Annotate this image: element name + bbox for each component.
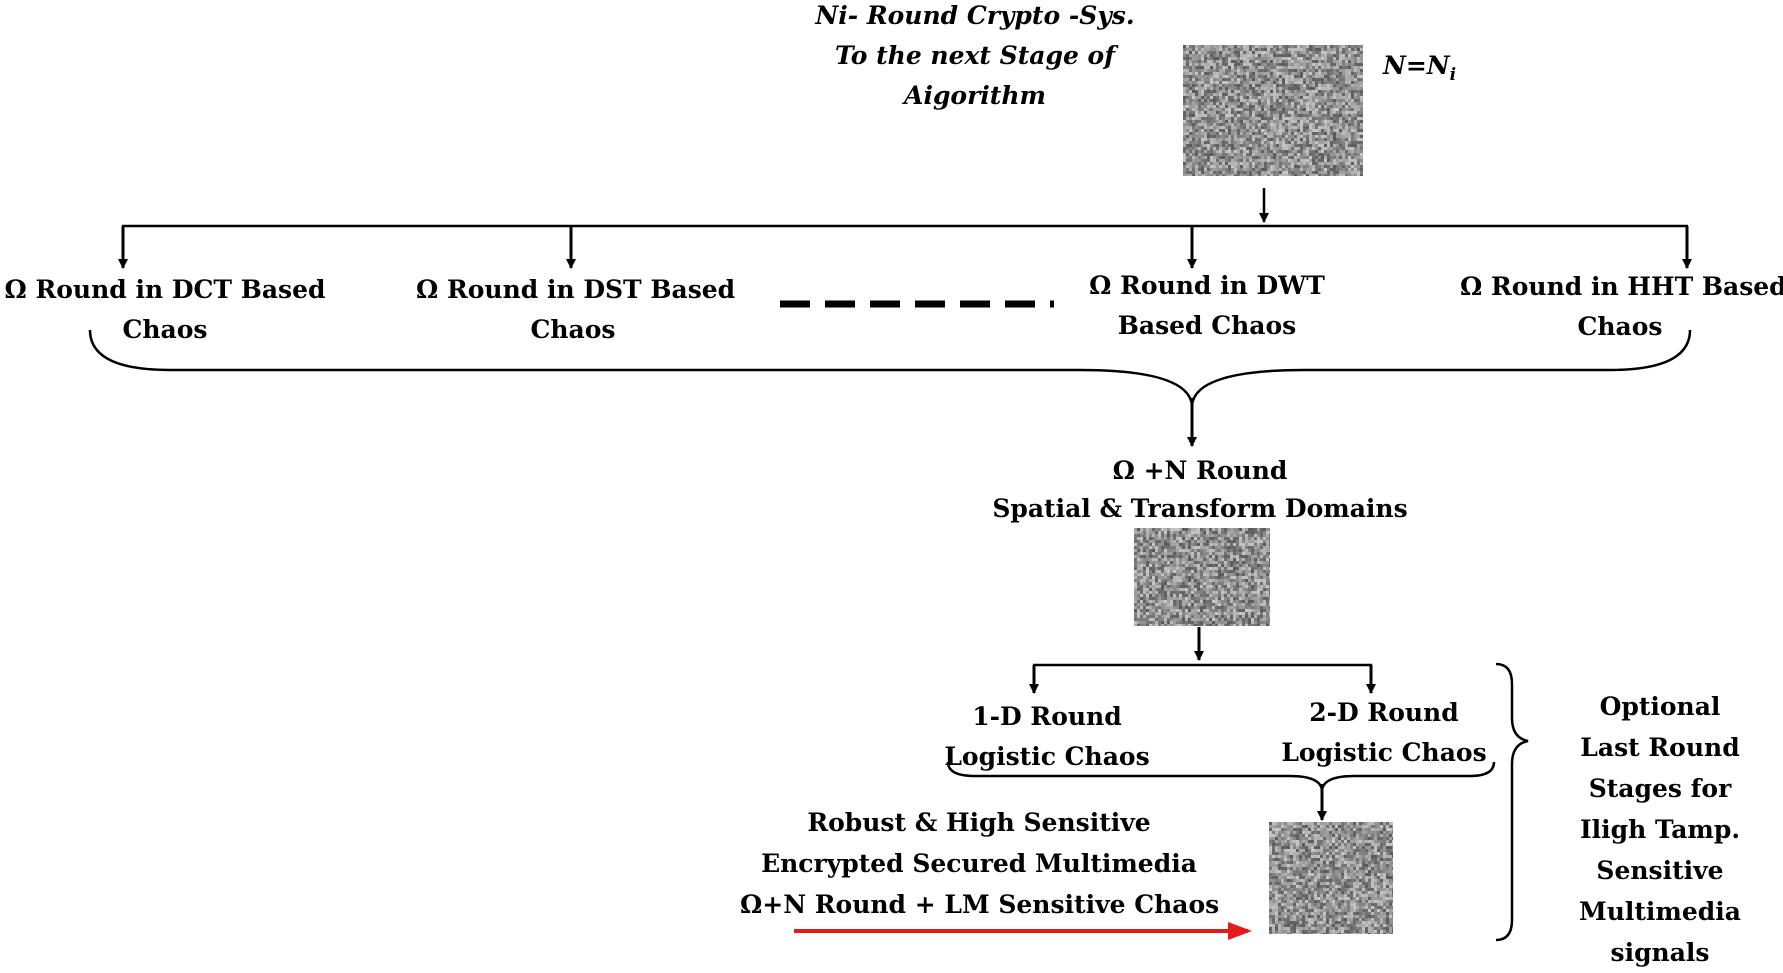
branch-dct-line2: Chaos: [4, 310, 326, 350]
branch-hht-line2: Chaos: [1460, 307, 1780, 347]
branch-dct-line1: Ω Round in DCT Based: [4, 270, 326, 310]
logistic-2d-line2: Logistic Chaos: [1270, 733, 1498, 773]
n-equation-base: N=N: [1383, 51, 1450, 80]
optional-note-line7: signals: [1560, 932, 1760, 973]
output-arrow-head: [1228, 922, 1252, 940]
optional-note-line4: Iligh Tamp.: [1560, 809, 1760, 850]
output-caption: Robust & High Sensitive Encrypted Secure…: [740, 802, 1218, 925]
branch-hht-line1: Ω Round in HHT Based: [1460, 267, 1780, 307]
combined-line1: Ω +N Round: [990, 452, 1410, 490]
n-equation: N=Ni: [1383, 46, 1456, 95]
branch-dwt-line1: Ω Round in DWT: [1075, 266, 1339, 306]
optional-stage-note: Optional Last Round Stages for Iligh Tam…: [1560, 686, 1760, 973]
logistic-1d-line1: 1-D Round: [930, 697, 1164, 737]
branch-dst-line2: Chaos: [416, 310, 730, 350]
branch-dwt-line2: Based Chaos: [1075, 306, 1339, 346]
logistic-2d-label: 2-D Round Logistic Chaos: [1270, 693, 1498, 773]
combined-label: Ω +N Round Spatial & Transform Domains: [990, 452, 1410, 528]
combined-line2: Spatial & Transform Domains: [990, 490, 1410, 528]
final-encrypted-image: [1269, 822, 1393, 934]
optional-note-line5: Sensitive: [1560, 850, 1760, 891]
logistic-1d-line2: Logistic Chaos: [930, 737, 1164, 777]
logistic-2d-line1: 2-D Round: [1270, 693, 1498, 733]
optional-note-line3: Stages for: [1560, 768, 1760, 809]
optional-stage-brace: [1496, 664, 1528, 940]
optional-note-line1: Optional: [1560, 686, 1760, 727]
optional-note-line2: Last Round: [1560, 727, 1760, 768]
optional-note-line6: Multimedia: [1560, 891, 1760, 932]
output-caption-line2: Encrypted Secured Multimedia: [740, 843, 1218, 884]
output-caption-line3: Ω+N Round + LM Sensitive Chaos: [740, 884, 1218, 925]
combined-encrypted-image: [1134, 528, 1270, 626]
top-caption-line1: Ni- Round Crypto -Sys.: [815, 0, 1135, 36]
branch-dst-label: Ω Round in DST Based Chaos: [416, 270, 730, 350]
branches-merge-brace: [90, 330, 1690, 405]
n-equation-subscript: i: [1450, 65, 1456, 85]
top-caption-line3: Aigorithm: [815, 76, 1135, 116]
output-caption-line1: Robust & High Sensitive: [740, 802, 1218, 843]
branch-hht-label: Ω Round in HHT Based Chaos: [1460, 267, 1780, 347]
top-caption: Ni- Round Crypto -Sys. To the next Stage…: [815, 0, 1135, 116]
branch-dwt-label: Ω Round in DWT Based Chaos: [1075, 266, 1339, 346]
top-caption-line2: To the next Stage of: [815, 36, 1135, 76]
branch-dct-label: Ω Round in DCT Based Chaos: [4, 270, 326, 350]
branch-dst-line1: Ω Round in DST Based: [416, 270, 730, 310]
top-encrypted-image: [1183, 45, 1363, 176]
logistic-1d-label: 1-D Round Logistic Chaos: [930, 697, 1164, 777]
